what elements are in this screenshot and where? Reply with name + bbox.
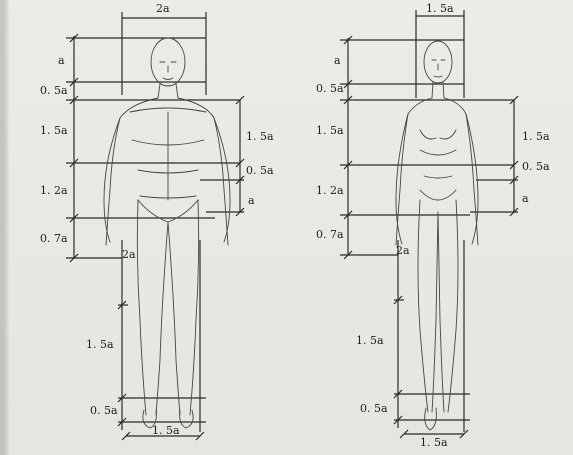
male-waist-right-label: 0. 5a bbox=[246, 164, 274, 177]
male-torso-right-label: 1. 5a bbox=[246, 130, 274, 143]
female-hip-right-label: a bbox=[522, 192, 529, 205]
female-head-label: a bbox=[334, 54, 341, 67]
male-top-width-label: 2a bbox=[156, 2, 170, 15]
male-figure-sketch bbox=[104, 38, 230, 428]
female-crotch-left-label: 0. 7a bbox=[316, 228, 344, 241]
male-foot-label: 0. 5a bbox=[90, 404, 118, 417]
male-dimension-lines bbox=[66, 12, 244, 440]
female-dimension-lines bbox=[340, 10, 518, 438]
female-figure-sketch bbox=[396, 41, 478, 430]
female-thigh-label: 2a bbox=[396, 244, 410, 257]
female-waist-right-label: 0. 5a bbox=[522, 160, 550, 173]
female-foot-label: 0. 5a bbox=[360, 402, 388, 415]
male-bottom-width-label: 1. 5a bbox=[152, 424, 180, 437]
female-leg-label: 1. 5a bbox=[356, 334, 384, 347]
female-neck-label: 0. 5a bbox=[316, 82, 344, 95]
male-hip-left-label: 1. 2a bbox=[40, 184, 68, 197]
male-torso-left-label: 1. 5a bbox=[40, 124, 68, 137]
female-torso-left-label: 1. 5a bbox=[316, 124, 344, 137]
male-thigh-label: 2a bbox=[122, 248, 136, 261]
male-hip-right-label: a bbox=[248, 194, 255, 207]
female-top-width-label: 1. 5a bbox=[426, 2, 454, 15]
female-torso-right-label: 1. 5a bbox=[522, 130, 550, 143]
female-hip-left-label: 1. 2a bbox=[316, 184, 344, 197]
male-leg-label: 1. 5a bbox=[86, 338, 114, 351]
male-neck-label: 0. 5a bbox=[40, 84, 68, 97]
male-head-label: a bbox=[58, 54, 65, 67]
male-crotch-left-label: 0. 7a bbox=[40, 232, 68, 245]
female-bottom-width-label: 1. 5a bbox=[420, 436, 448, 449]
